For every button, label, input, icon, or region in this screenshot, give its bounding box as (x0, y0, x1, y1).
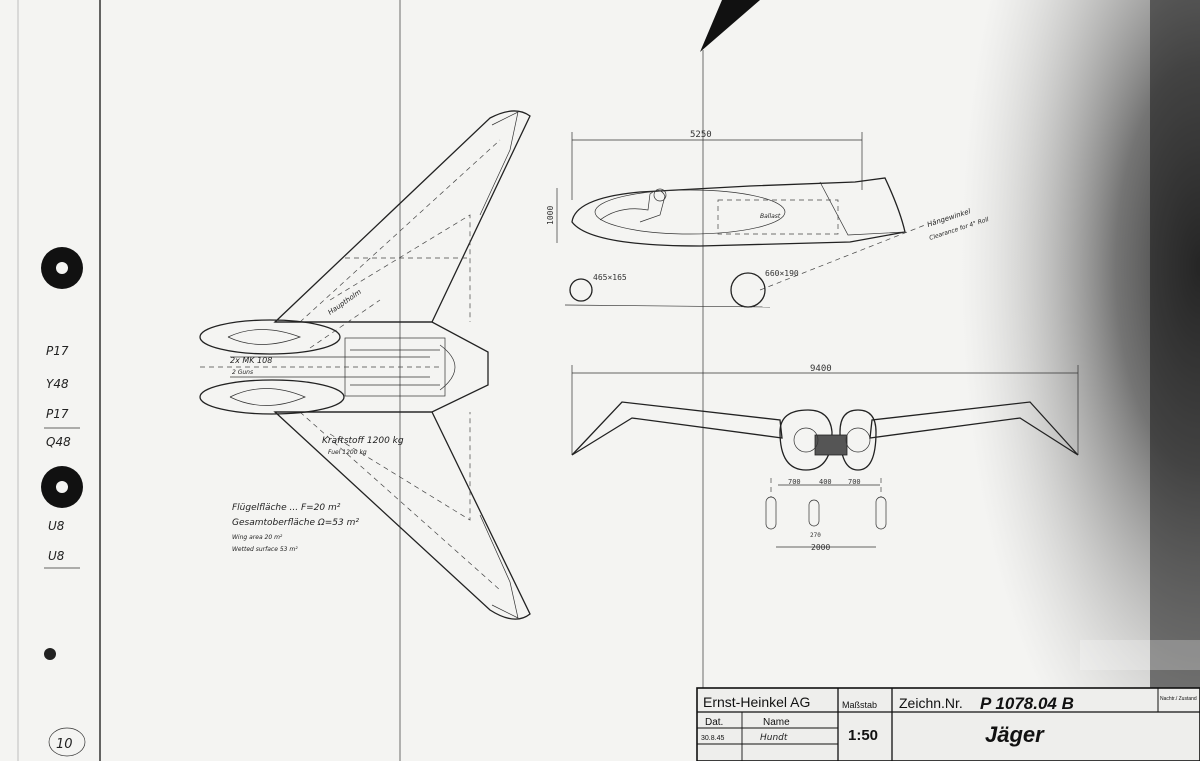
mk108-en-label: 2 Guns (232, 369, 253, 376)
page-number: 10 (56, 737, 73, 752)
company-name: Ernst-Heinkel AG (703, 694, 810, 710)
wing-area-de: Flügelfläche ... F=20 m² (232, 503, 341, 513)
plan-view: Hauptholm 2x MK 108 2 Guns Kraftstoff 12… (199, 110, 531, 620)
margin-note-3: P17 (46, 407, 69, 421)
margin-note-5: U8 (48, 519, 65, 533)
fuel-label: Kraftstoff 1200 kg (322, 436, 404, 446)
nose-wheel-dim: 465×165 (593, 273, 627, 282)
main-wheel-dim: 660×190 (765, 269, 799, 278)
date-label: Dat. (705, 717, 723, 728)
drawing-title: Jäger (985, 722, 1045, 747)
wing-area-en: Wing area 20 m² (232, 534, 283, 541)
total-area-de: Gesamtoberfläche Ω=53 m² (232, 518, 359, 528)
ballast-label: Ballast (760, 213, 781, 220)
margin-notes: P17 Y48 P17 Q48 U8 U8 10 (44, 344, 86, 757)
dim-mid: 400 (819, 478, 832, 486)
dim-left: 700 (788, 478, 801, 486)
name-value: Hundt (760, 733, 788, 743)
front-view: 9400 700 400 700 270 2000 (571, 364, 1079, 552)
drawing-no-label: Zeichn.Nr. (899, 695, 963, 711)
dim-small: 270 (810, 532, 821, 539)
margin-note-6: U8 (48, 549, 65, 563)
area-notes: Flügelfläche ... F=20 m² Gesamtoberfläch… (232, 503, 359, 553)
height-dim: 1000 (546, 206, 555, 225)
corner-note: Nachtr./ Zustand (1160, 696, 1197, 702)
mk108-label: 2x MK 108 (230, 356, 272, 365)
margin-note-4: Q48 (46, 435, 71, 449)
fuel-en-label: Fuel 1200 kg (328, 449, 367, 456)
mainspar-label: Hauptholm (327, 288, 363, 317)
drawing-number: P 1078.04 B (980, 694, 1074, 713)
total-area-en: Wetted surface 53 m² (232, 546, 298, 553)
margin-note-1: P17 (46, 344, 69, 358)
track-dim: 2000 (811, 543, 830, 552)
dim-right: 700 (848, 478, 861, 486)
scan-edge (1150, 0, 1200, 761)
torn-corner (700, 0, 760, 52)
title-block: Ernst-Heinkel AG Maßstab 1:50 Zeichn.Nr.… (696, 687, 1200, 761)
margin-note-2: Y48 (46, 377, 69, 391)
scale-value: 1:50 (848, 727, 878, 744)
date-value: 30.8.45 (701, 735, 724, 742)
length-dim: 5250 (690, 130, 712, 140)
scale-label: Maßstab (842, 700, 877, 710)
scan-shadow (880, 0, 1200, 761)
main-wheel (730, 272, 766, 308)
span-dim: 9400 (810, 364, 832, 374)
name-label: Name (763, 717, 790, 728)
nose-wheel (569, 278, 593, 302)
